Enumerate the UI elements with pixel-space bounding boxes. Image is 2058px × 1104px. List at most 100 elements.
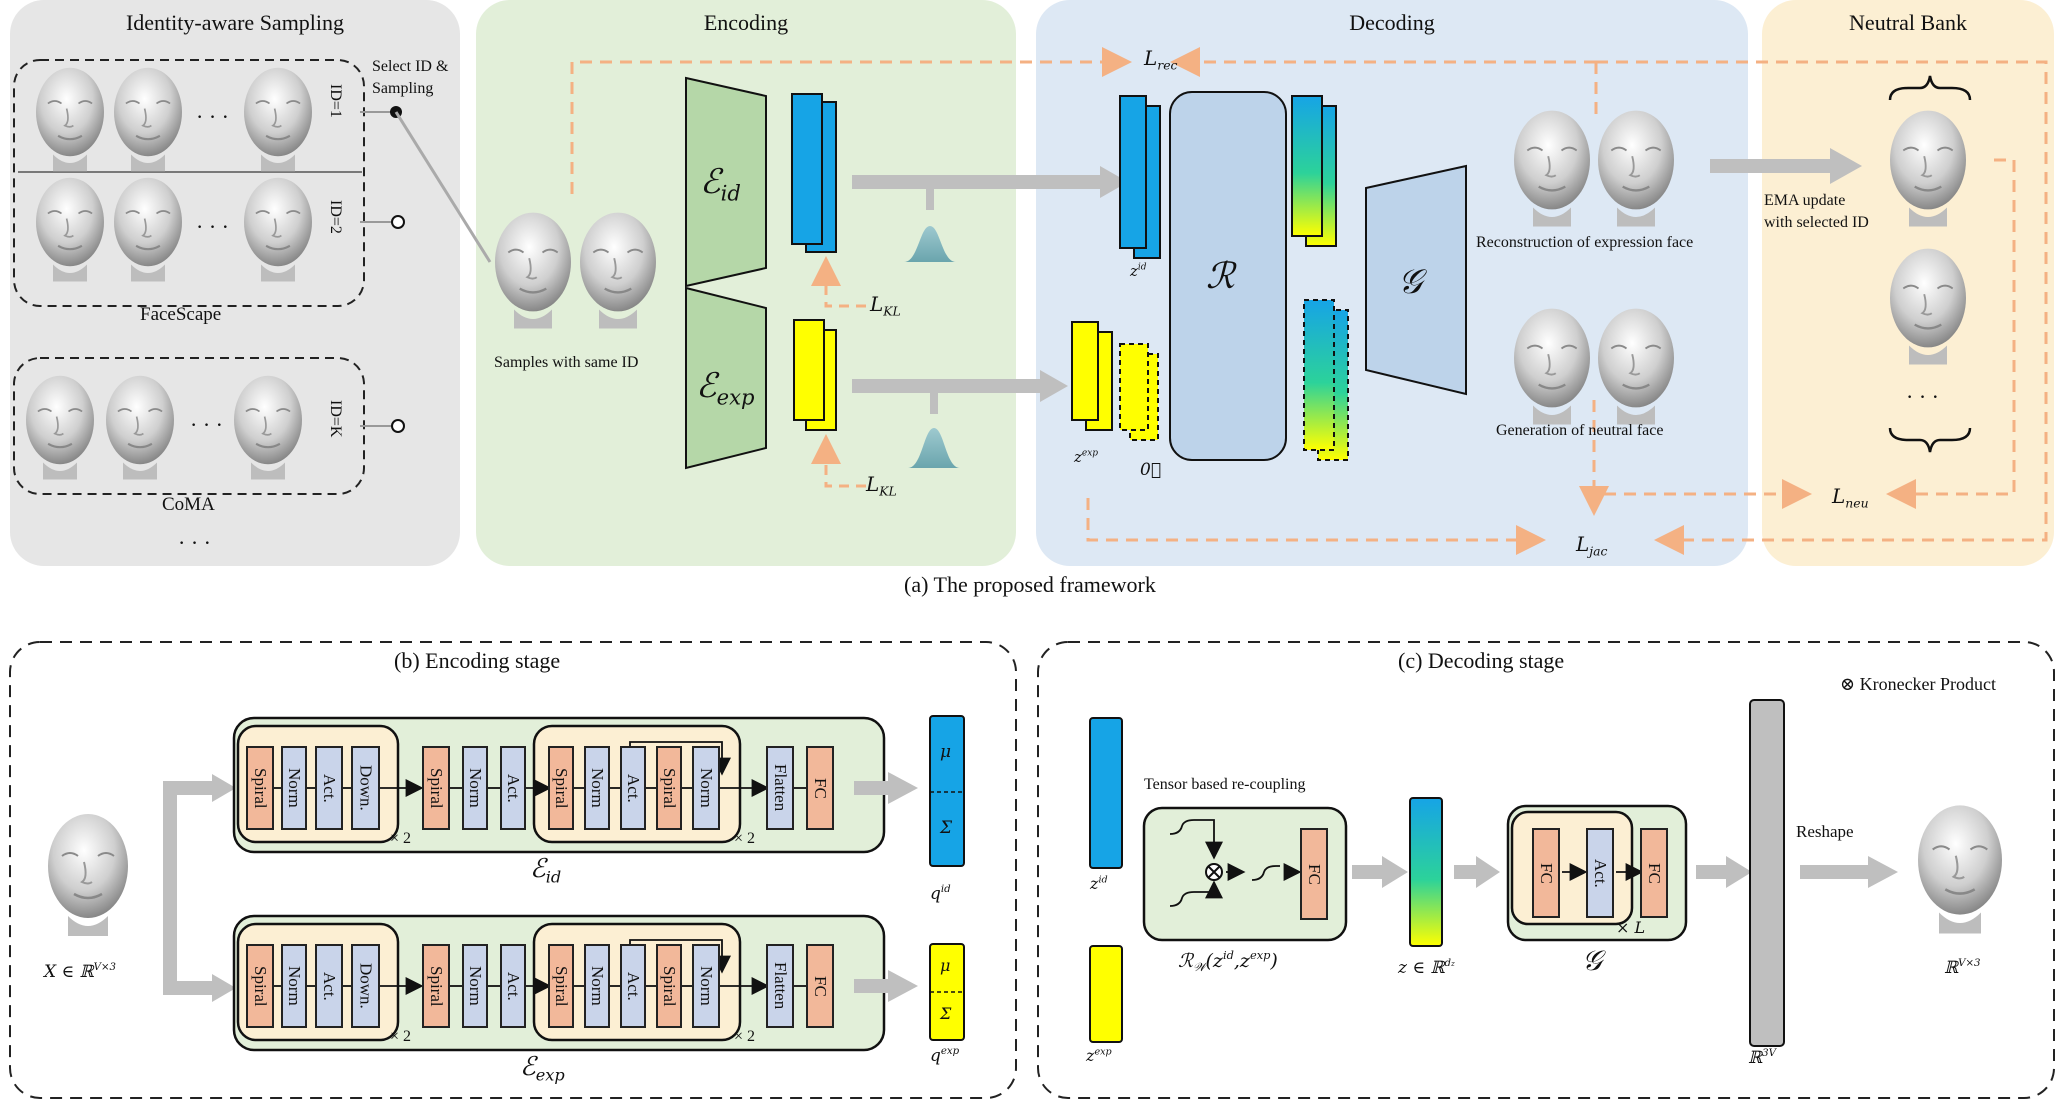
- gen-label: Generation of neutral face: [1496, 422, 1664, 439]
- qid-label: qid: [930, 884, 951, 905]
- lkl-label-2: LKL: [866, 472, 897, 499]
- z-neutral-block: [1303, 299, 1335, 451]
- dots-1: · · ·: [196, 104, 229, 129]
- decoding-title: Decoding: [1349, 10, 1435, 35]
- encoder-id-label: ℰid: [700, 162, 741, 206]
- flatten-block: Flatten: [766, 944, 794, 1028]
- zid-bar: [1089, 717, 1123, 869]
- g-label: 𝒢: [1582, 944, 1602, 977]
- zero-block: [1119, 343, 1149, 431]
- top-brace: [1888, 75, 1972, 101]
- norm-block: Norm: [692, 944, 720, 1028]
- timesL-label: × L: [1616, 918, 1646, 937]
- spiral-block: Spiral: [422, 746, 450, 830]
- zero-label: 0⃗: [1140, 460, 1162, 480]
- qid-block: [929, 715, 965, 867]
- eexp-label: ℰexp: [520, 1052, 565, 1085]
- norm-block: Norm: [281, 944, 307, 1028]
- times2-label: × 2: [734, 1028, 756, 1045]
- mu-label: μ: [940, 742, 952, 762]
- fc-block: FC: [806, 746, 834, 830]
- zexp-block: [1071, 321, 1099, 421]
- zid-label: zid: [1130, 262, 1147, 280]
- fc-block: FC: [1300, 828, 1328, 920]
- z-bar: [1409, 797, 1443, 947]
- r-label: ℛ: [1206, 256, 1235, 297]
- act-block: Act.: [1586, 828, 1614, 918]
- id1-label: ID=1: [327, 84, 344, 118]
- z-block: [1291, 95, 1323, 237]
- z-label: z ∈ ℝdz: [1398, 958, 1455, 979]
- lkl-label-1: LKL: [870, 292, 901, 319]
- face-icon: [1916, 804, 2004, 935]
- dots-3: · · ·: [190, 412, 223, 437]
- encoding-stage-title: (b) Encoding stage: [394, 648, 561, 673]
- norm-block: Norm: [692, 746, 720, 830]
- samples-label: Samples with same ID: [494, 354, 639, 371]
- rw-label: ℛ𝒲(zid,zexp): [1178, 948, 1278, 975]
- g-label: 𝒢: [1398, 262, 1423, 302]
- facescape-box: [13, 59, 365, 307]
- sampling-label: Sampling: [372, 80, 434, 97]
- spiral-block: Spiral: [422, 944, 450, 1028]
- sigma-label: Σ: [940, 818, 953, 838]
- spiral-block: Spiral: [246, 746, 274, 830]
- spiral-block: Spiral: [656, 944, 682, 1028]
- output-vector-bar: [1749, 699, 1785, 1047]
- sampling-title: Identity-aware Sampling: [125, 10, 345, 35]
- latent-id-block: [791, 93, 823, 245]
- act-block: Act.: [500, 746, 526, 830]
- mu-label: μ: [940, 956, 951, 975]
- decoding-stage-title: (c) Decoding stage: [1398, 648, 1565, 673]
- zexp-bar: [1089, 945, 1123, 1043]
- down-block: Down.: [351, 746, 380, 830]
- facescape-label: FaceScape: [140, 304, 222, 325]
- encoder-id: [685, 76, 767, 288]
- ema-label-1: EMA update: [1764, 192, 1846, 209]
- recon-label: Reconstruction of expression face: [1476, 234, 1694, 251]
- zid-block: [1119, 95, 1147, 249]
- spiral-block: Spiral: [246, 944, 274, 1028]
- id2-label: ID=2: [327, 200, 344, 234]
- times2-label: × 2: [734, 830, 756, 847]
- rvx3-label: ℝV×3: [1944, 958, 1981, 979]
- norm-block: Norm: [584, 944, 610, 1028]
- zexp-label: zexp: [1074, 448, 1099, 466]
- eid-label: ℰid: [530, 854, 562, 887]
- more-dots: · · ·: [178, 530, 211, 555]
- lrec-label: Lrec: [1144, 46, 1178, 73]
- recoupling-block: [1169, 91, 1287, 461]
- encoding-panel: [476, 0, 1016, 566]
- r3v-label: ℝ3V: [1748, 1048, 1776, 1069]
- zexp-label: zexp: [1086, 1046, 1112, 1065]
- times2-label: × 2: [390, 830, 412, 847]
- norm-block: Norm: [281, 746, 307, 830]
- kronecker-legend: ⊗ Kronecker Product: [1840, 674, 1997, 694]
- act-block: Act.: [620, 746, 646, 830]
- neutral-dots: · · ·: [1906, 384, 1939, 409]
- bottom-brace: [1888, 427, 1972, 453]
- x-label: X ∈ ℝV×3: [44, 962, 116, 983]
- encoder-exp-label: ℰexp: [696, 366, 755, 410]
- sigma-label: Σ: [940, 1004, 952, 1023]
- spiral-block: Spiral: [548, 944, 574, 1028]
- decoding-stage-box: [1037, 641, 2055, 1099]
- spiral-block: Spiral: [548, 746, 574, 830]
- act-block: Act.: [315, 944, 343, 1028]
- tensor-label: Tensor based re-coupling: [1144, 776, 1306, 793]
- reshape-label: Reshape: [1796, 822, 1854, 841]
- select-id-label: Select ID &: [372, 58, 449, 75]
- dots-2: · · ·: [196, 214, 229, 239]
- act-block: Act.: [620, 944, 646, 1028]
- gaussian-icon: [904, 226, 956, 262]
- norm-block: Norm: [584, 746, 610, 830]
- fc-block: FC: [1532, 828, 1560, 918]
- gaussian-icon: [908, 428, 960, 468]
- act-block: Act.: [315, 746, 343, 830]
- face-icon: [46, 812, 130, 938]
- coma-label: CoMA: [162, 494, 215, 515]
- encoder-exp: [685, 286, 767, 470]
- act-block: Act.: [500, 944, 526, 1028]
- encoding-stage-box: [9, 641, 1017, 1099]
- norm-block: Norm: [462, 746, 488, 830]
